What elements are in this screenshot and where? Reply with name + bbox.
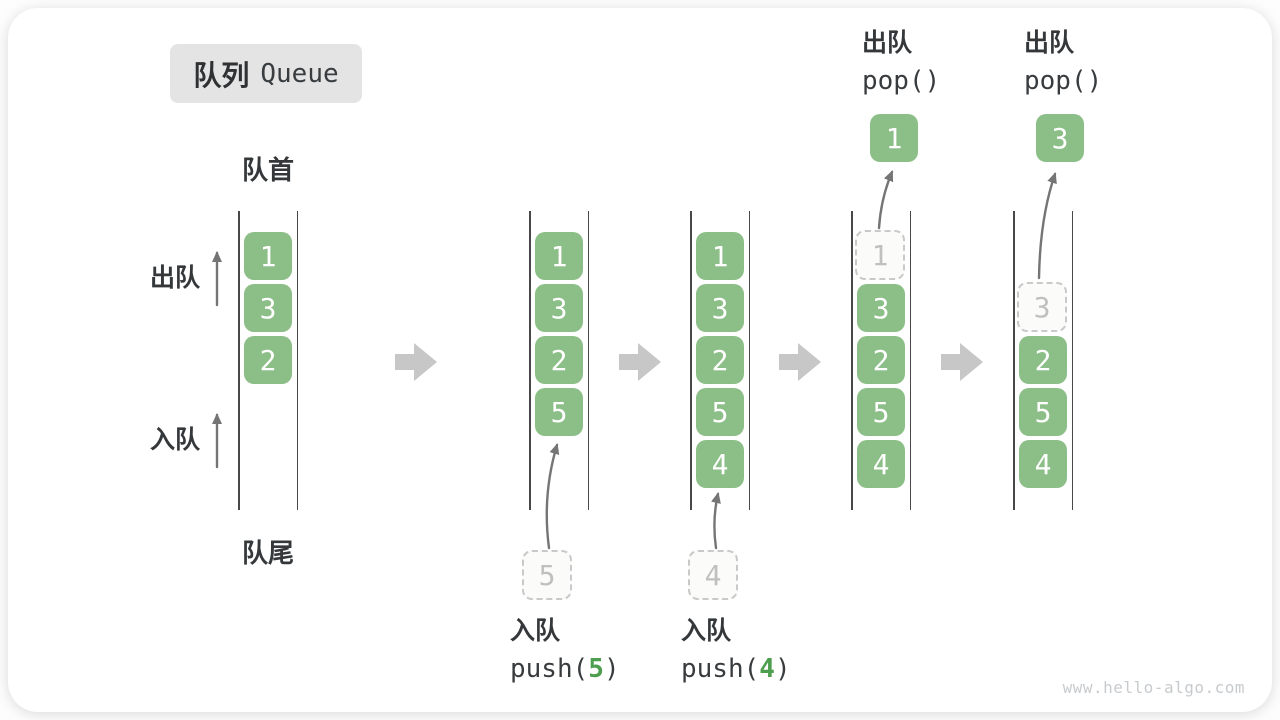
queue-item: 4 [1019,440,1067,488]
queue-item: 5 [857,388,905,436]
pop-operation-label-1: 出队 pop() [862,28,940,96]
queue-item: 3 [696,284,744,332]
push-code-label: push(5) [510,654,620,684]
pop-zh-label: 出队 [862,29,913,57]
pop-operation-label-2: 出队 pop() [1024,28,1102,96]
queue-rear-label: 队尾 [242,538,295,568]
queue-item: 2 [1019,336,1067,384]
queue-item: 4 [857,440,905,488]
push-zh-label: 入队 [510,617,561,645]
queue-wall [238,211,240,510]
push-arg-digit: 5 [588,654,604,684]
dequeue-side-label: 出队 [150,264,201,292]
queue-item: 3 [244,284,292,332]
queue-item: 5 [1019,388,1067,436]
queue-item: 5 [696,388,744,436]
pop-code-label: pop() [862,66,941,96]
queue-item: 4 [696,440,744,488]
push-operation-label-2: 入队 push(4) [681,616,791,684]
queue-item: 5 [535,388,583,436]
watermark: www.hello-algo.com [1062,678,1245,697]
queue-wall [851,211,853,510]
pop-zh-label: 出队 [1024,29,1075,57]
enqueue-side-label: 入队 [150,426,201,454]
push-arg-digit: 4 [759,654,775,684]
push-operation-label-1: 入队 push(5) [510,616,620,684]
queue-item-ghost: 1 [855,230,905,280]
queue-item-ghost: 3 [1017,282,1067,332]
queue-item: 1 [696,232,744,280]
queue-wall [529,211,531,510]
queue-wall [1071,211,1073,510]
queue-wall [909,211,911,510]
title-badge: 队列 Queue [170,44,362,103]
push-code-label: push(4) [681,654,791,684]
queue-item: 2 [535,336,583,384]
queue-item: 1 [244,232,292,280]
pop-code-label: pop() [1024,66,1103,96]
popped-item-1: 1 [870,114,918,162]
queue-front-label: 队首 [242,155,295,185]
queue-wall [296,211,298,510]
title-en: Queue [260,58,339,89]
queue-item: 3 [857,284,905,332]
queue-wall [1013,211,1015,510]
incoming-item-5: 5 [522,550,572,600]
queue-item: 3 [535,284,583,332]
queue-wall [690,211,692,510]
push-zh-label: 入队 [681,617,732,645]
figure-card [8,8,1272,712]
queue-wall [587,211,589,510]
queue-item: 2 [857,336,905,384]
queue-item: 2 [244,336,292,384]
popped-item-3: 3 [1036,114,1084,162]
queue-wall [748,211,750,510]
queue-item: 1 [535,232,583,280]
incoming-item-4: 4 [688,550,738,600]
title-zh: 队列 [193,59,250,91]
queue-item: 2 [696,336,744,384]
